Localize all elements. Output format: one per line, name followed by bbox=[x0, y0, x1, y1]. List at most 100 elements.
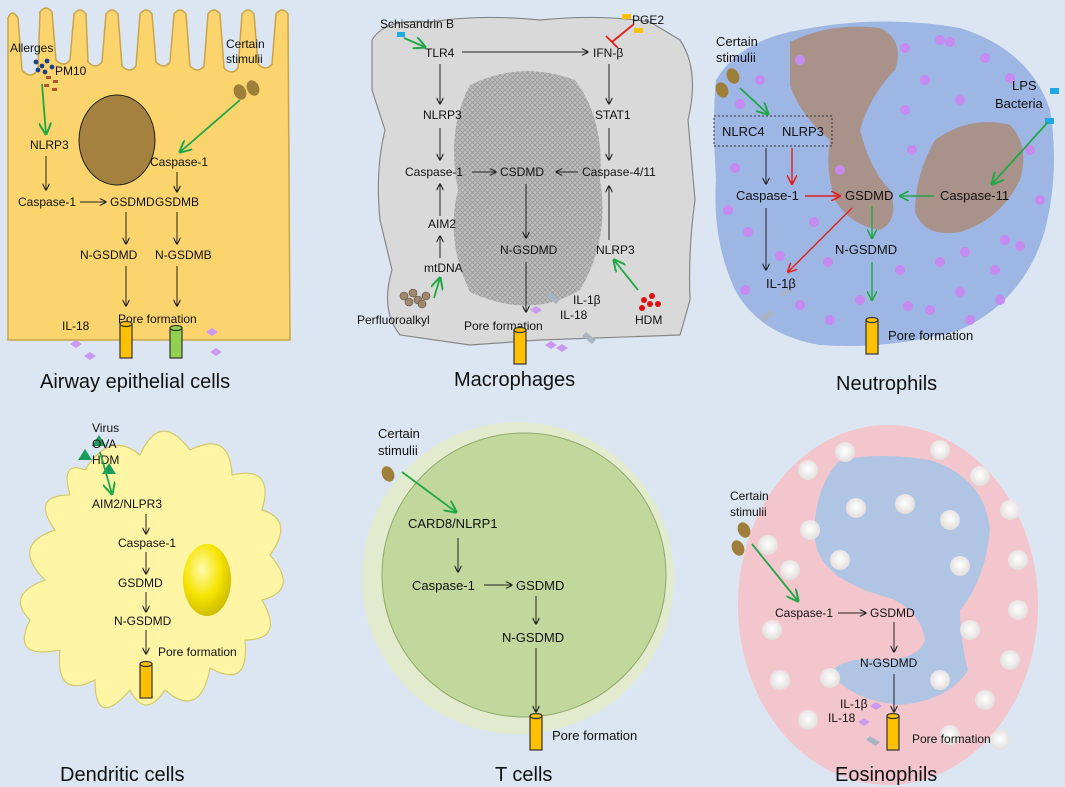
dendritic-nucleus bbox=[183, 544, 231, 616]
tcell-nucleus bbox=[381, 432, 667, 718]
hdm-label: HDM bbox=[635, 313, 662, 327]
granule bbox=[895, 494, 915, 514]
tlr4-node: TLR4 bbox=[425, 46, 455, 60]
granule bbox=[980, 53, 990, 63]
mtdna-node: mtDNA bbox=[424, 261, 463, 275]
stimuli-label-line2: stimulii bbox=[226, 52, 263, 66]
granule bbox=[950, 556, 970, 576]
pore-icon bbox=[513, 326, 527, 365]
pge2-icon-b bbox=[634, 28, 643, 33]
inflammasome-box bbox=[713, 115, 833, 147]
pore-icon bbox=[139, 660, 153, 699]
csdmd-node: CSDMD bbox=[500, 165, 544, 179]
il18-label: IL-18 bbox=[560, 308, 588, 322]
aim2-nlpr3-node: AIM2/NLPR3 bbox=[92, 497, 162, 511]
bacteria-label: Bacteria bbox=[995, 96, 1043, 111]
granule bbox=[1000, 650, 1020, 670]
caspase1-node: Caspase-1 bbox=[775, 606, 833, 620]
gsdmd-node: GSDMD bbox=[110, 195, 155, 209]
granule bbox=[900, 43, 910, 53]
granule bbox=[846, 498, 866, 518]
granule bbox=[935, 35, 945, 45]
granule bbox=[1008, 600, 1028, 620]
stimuli-label-line1: Certain bbox=[730, 489, 769, 503]
granule bbox=[780, 560, 800, 580]
stimuli-label-line2: stimulii bbox=[716, 50, 756, 65]
stimuli-label-line2: stimulii bbox=[730, 505, 767, 519]
granule bbox=[990, 265, 1000, 275]
panel-eosinophils: Certain stimulii Caspase-1 GSDMD N-GSDMD… bbox=[729, 425, 1038, 786]
il1b-label: IL-1β bbox=[573, 293, 601, 307]
hdm-label: HDM bbox=[92, 453, 119, 467]
granule bbox=[975, 690, 995, 710]
caption-macrophages: Macrophages bbox=[454, 369, 575, 391]
granule bbox=[855, 295, 865, 305]
ngsdmd-node: N-GSDMD bbox=[502, 630, 564, 645]
granule bbox=[895, 265, 905, 275]
il18-label: IL-18 bbox=[828, 711, 856, 725]
granule bbox=[800, 520, 820, 540]
granule bbox=[835, 165, 845, 175]
granule bbox=[1035, 195, 1045, 205]
nlrp3-node: NLRP3 bbox=[782, 124, 824, 139]
lps-label: LPS bbox=[1012, 78, 1037, 93]
stimuli-label-line1: Certain bbox=[378, 426, 420, 441]
granule bbox=[758, 535, 778, 555]
granule bbox=[1015, 241, 1025, 251]
granule bbox=[900, 105, 910, 115]
eosinophil-granules bbox=[758, 440, 1028, 750]
gsdmb-node: GSDMB bbox=[155, 195, 199, 209]
stat1-node: STAT1 bbox=[595, 108, 631, 122]
aim2-node: AIM2 bbox=[428, 217, 456, 231]
granule bbox=[830, 550, 850, 570]
schisandrin-icon bbox=[397, 32, 405, 37]
cytokine-diamonds-icon bbox=[858, 702, 882, 746]
perfluoroalkyl-label: Perfluoroalkyl bbox=[357, 313, 430, 327]
caption-neutrophils: Neutrophils bbox=[836, 373, 937, 395]
ngsdmd-node: N-GSDMD bbox=[80, 248, 138, 262]
granule bbox=[1000, 235, 1010, 245]
granule bbox=[1025, 145, 1035, 155]
granule bbox=[795, 55, 805, 65]
granule bbox=[1000, 500, 1020, 520]
nlrp3-node: NLRP3 bbox=[30, 138, 69, 152]
caspase1-node: Caspase-1 bbox=[405, 165, 463, 179]
granule bbox=[770, 670, 790, 690]
granule bbox=[820, 668, 840, 688]
il18-label: IL-18 bbox=[62, 319, 90, 333]
granule bbox=[903, 301, 913, 311]
granule bbox=[825, 315, 835, 325]
granule bbox=[723, 205, 733, 215]
pore-formation-label: Pore formation bbox=[464, 319, 543, 333]
pore-icon bbox=[529, 712, 543, 751]
ngsdmd-node: N-GSDMD bbox=[500, 243, 558, 257]
schisandrin-label: Schisandrin B bbox=[380, 17, 454, 31]
caspase1-node: Caspase-1 bbox=[736, 188, 799, 203]
il18-diamonds-icon bbox=[70, 328, 222, 360]
pore-formation-label: Pore formation bbox=[118, 312, 197, 326]
pore-formation-label: Pore formation bbox=[158, 645, 237, 659]
il1b-label: IL-1β bbox=[766, 276, 796, 291]
nlrp3-bottom-node: NLRP3 bbox=[596, 243, 635, 257]
granule bbox=[970, 466, 990, 486]
granule bbox=[1008, 550, 1028, 570]
granule bbox=[935, 257, 945, 267]
stimuli-label-line1: Certain bbox=[226, 37, 265, 51]
ngsdmd-node: N-GSDMD bbox=[114, 614, 172, 628]
granule bbox=[955, 287, 965, 297]
perfluoroalkyl-particles-icon bbox=[399, 288, 431, 309]
granule bbox=[835, 442, 855, 462]
allergen-particles-icon bbox=[33, 58, 58, 91]
caspase1-node: Caspase-1 bbox=[412, 578, 475, 593]
caspase1-node: Caspase-1 bbox=[118, 536, 176, 550]
panel-dendritic: Virus OVA HDM AIM2/NLPR3 Caspase-1 GSDMD… bbox=[19, 421, 284, 786]
granule bbox=[925, 305, 935, 315]
il1b-fragments-icon bbox=[760, 288, 791, 322]
gsdmd-node: GSDMD bbox=[870, 606, 915, 620]
pore-icon bbox=[119, 320, 133, 359]
allergens-label: Allerges bbox=[10, 41, 53, 55]
il1b-label: IL-1β bbox=[840, 697, 868, 711]
panel-airway-epithelial: Allerges PM10 Certain stimulii NLRP3 Cas… bbox=[7, 7, 291, 393]
pore-icon bbox=[886, 712, 900, 751]
stimuli-label-line1: Certain bbox=[716, 34, 758, 49]
